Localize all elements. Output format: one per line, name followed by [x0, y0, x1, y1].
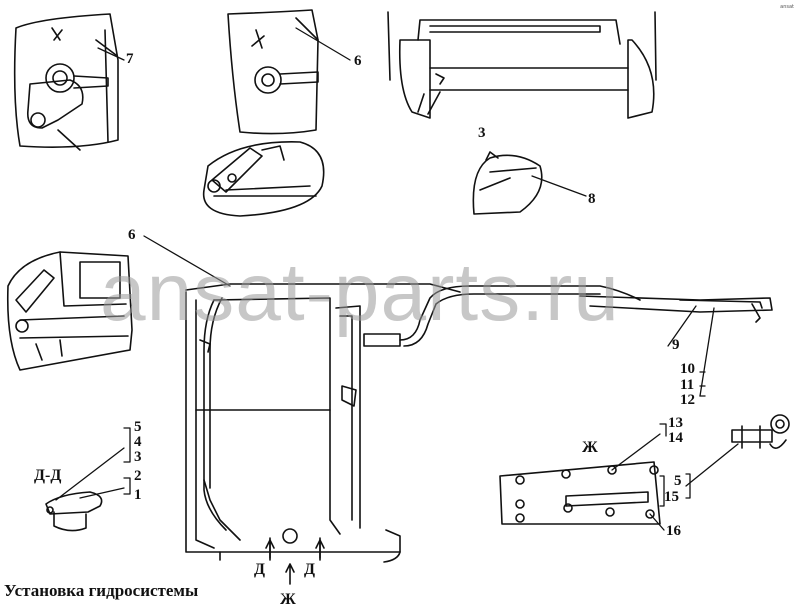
detail-cover-8	[472, 151, 543, 215]
detail-axle-assembly	[387, 11, 657, 119]
section-d-d	[45, 491, 103, 532]
section-mark-d-right: Д	[304, 561, 316, 578]
callout-11: 11	[680, 377, 695, 393]
detail-bracket-6	[227, 9, 319, 135]
detail-valve-assembly	[202, 141, 325, 217]
callout-3-left: 3	[134, 449, 142, 465]
callout-5-right: 5	[674, 473, 682, 489]
detail-fitting	[731, 414, 790, 449]
section-arrows	[265, 539, 325, 585]
leader-lines	[55, 27, 739, 531]
callout-9: 9	[672, 337, 680, 353]
callout-6-top: 6	[354, 53, 362, 69]
callout-14: 14	[668, 430, 683, 446]
callout-8: 8	[588, 191, 596, 207]
callout-1: 1	[134, 487, 142, 503]
view-label-zh: Ж	[582, 439, 598, 456]
callout-16: 16	[666, 523, 681, 539]
section-label-d-d: Д-Д	[34, 467, 62, 484]
view-arrow-label-zh: Ж	[280, 591, 296, 608]
callout-5-left: 5	[134, 419, 142, 435]
callout-15: 15	[664, 489, 679, 505]
callout-10: 10	[680, 361, 695, 377]
callout-12: 12	[680, 392, 695, 408]
detail-bracket-7	[13, 13, 119, 151]
callout-13: 13	[668, 415, 683, 431]
callout-2: 2	[134, 468, 142, 484]
callout-7: 7	[126, 51, 134, 67]
callout-6-main: 6	[128, 227, 136, 243]
view-zh-plate	[499, 461, 661, 525]
section-mark-d-left: Д	[254, 561, 266, 578]
corner-mark: ansat	[780, 4, 794, 10]
callout-3: 3	[478, 125, 486, 141]
diagram-title: Установка гидросистемы	[4, 581, 199, 600]
detail-pump-mount	[6, 251, 133, 371]
callout-4: 4	[134, 434, 142, 450]
watermark: ansat-parts.ru	[100, 247, 620, 338]
